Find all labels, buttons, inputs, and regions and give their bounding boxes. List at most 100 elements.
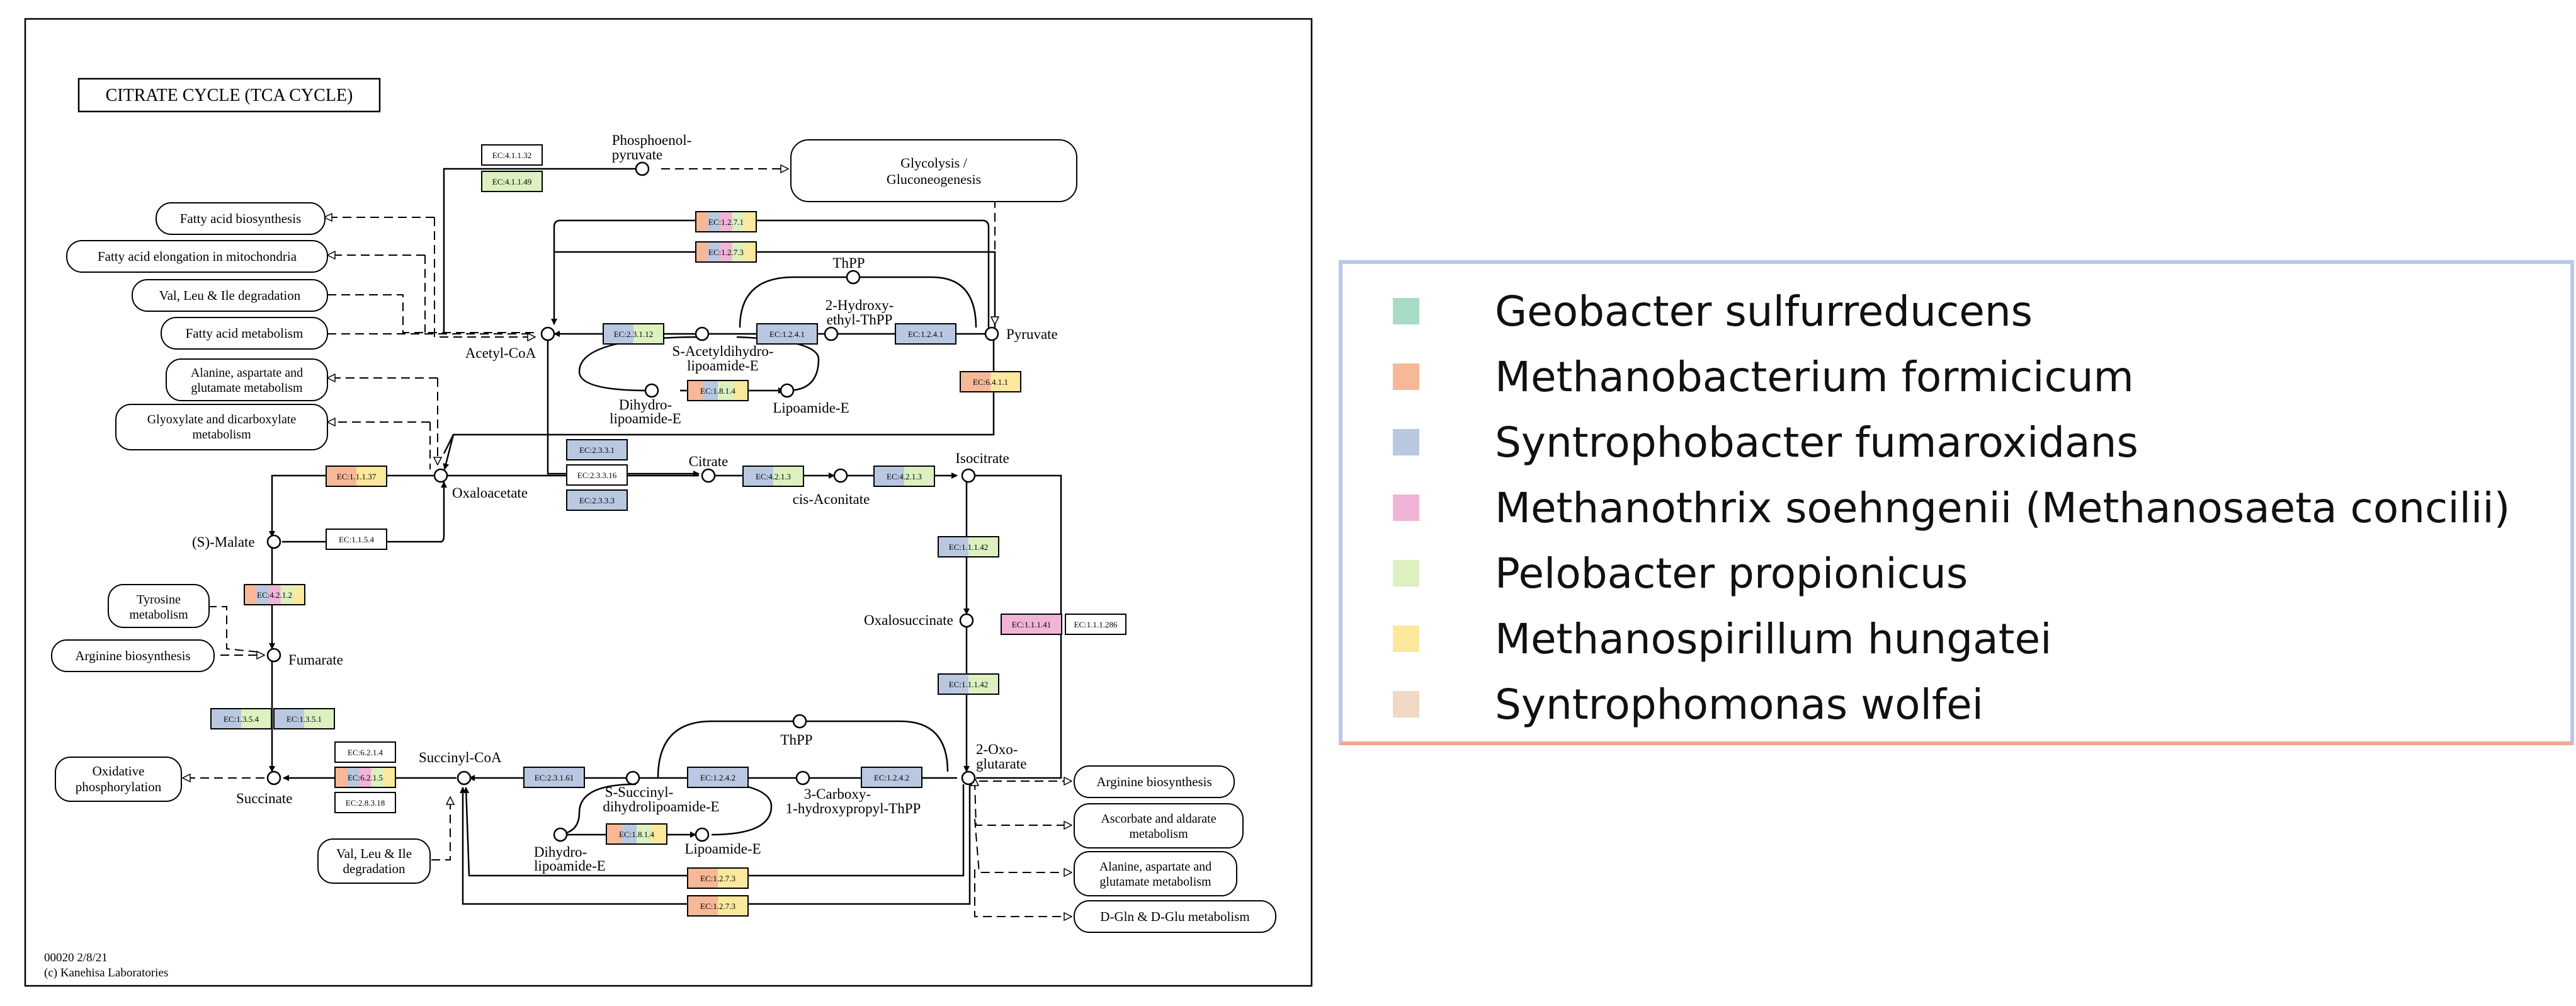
svg-text:Succinate: Succinate	[236, 791, 292, 806]
fatty-acid-biosynthesis-link[interactable]: Fatty acid biosynthesis	[156, 202, 326, 235]
enzyme-box-e13[interactable]: EC:4.2.1.3	[742, 466, 804, 487]
val-leu-ile-degradation-link[interactable]: Val, Leu & Ile degradation	[132, 279, 328, 312]
node-dihydrolipoamide-top[interactable]	[644, 383, 659, 398]
node-isocitrate[interactable]	[961, 468, 976, 483]
enzyme-box-e20[interactable]: EC:1.1.1.42	[938, 673, 999, 695]
tca-cycle-pathway-map: CITRATE CYCLE (TCA CYCLE)	[24, 18, 1313, 987]
svg-text:degradation: degradation	[343, 861, 406, 876]
enzyme-border	[938, 536, 999, 557]
node-succinyl-coa[interactable]	[457, 770, 472, 786]
enzyme-label: EC:2.3.3.1	[579, 445, 615, 455]
enzyme-box-e21[interactable]: EC:4.2.1.2	[244, 584, 305, 605]
arginine-left-link[interactable]: Arginine biosynthesis	[51, 639, 215, 672]
enzyme-color-band	[703, 380, 718, 401]
node-phosphoenolpyruvate[interactable]	[635, 161, 650, 176]
enzyme-box-e8[interactable]: EC:1.8.1.4	[687, 380, 749, 401]
enzyme-box-e11[interactable]: EC:2.3.3.16	[566, 464, 628, 486]
enzyme-color-band	[732, 212, 745, 232]
svg-text:Fatty acid elongation in mitoc: Fatty acid elongation in mitochondria	[98, 249, 297, 264]
node-succinate[interactable]	[266, 770, 281, 786]
enzyme-box-e9[interactable]: EC:6.4.1.1	[960, 371, 1021, 392]
node-thpp-bottom[interactable]	[792, 714, 807, 729]
enzyme-color-band	[633, 324, 664, 344]
enzyme-border	[566, 489, 628, 511]
svg-text:Oxaloacetate: Oxaloacetate	[452, 485, 528, 501]
enzyme-box-e18[interactable]: EC:1.1.1.41	[1001, 614, 1062, 635]
enzyme-box-e5[interactable]: EC:2.3.1.12	[603, 323, 664, 345]
node-carboxy-hydroxypropyl-thpp[interactable]	[795, 770, 810, 786]
enzyme-label: EC:1.2.7.3	[700, 901, 735, 911]
val-leu-ile-bottom-link[interactable]: Val, Leu & Ile degradation	[317, 838, 431, 884]
enzyme-box-e28[interactable]: EC:1.2.4.2	[687, 767, 749, 788]
enzyme-box-e19[interactable]: EC:1.1.1.286	[1065, 614, 1126, 635]
alanine-metabolism-bottom-link[interactable]: Alanine, aspartate and glutamate metabol…	[1074, 851, 1237, 896]
enzyme-border	[861, 767, 922, 788]
node-cis-aconitate[interactable]	[833, 468, 848, 483]
node-hydroxyethyl-thpp[interactable]	[824, 326, 839, 341]
organism-legend: Geobacter sulfurreducens Methanobacteriu…	[1339, 260, 2574, 745]
enzyme-border	[687, 380, 749, 401]
enzyme-box-e26[interactable]: EC:2.8.3.18	[334, 792, 396, 813]
node-s-malate[interactable]	[266, 534, 281, 549]
enzyme-color-band	[652, 824, 667, 844]
enzyme-box-e30[interactable]: EC:1.8.1.4	[606, 823, 667, 845]
enzyme-box-e12[interactable]: EC:2.3.3.3	[566, 489, 628, 511]
ascorbate-link[interactable]: Ascorbate and aldarate metabolism	[1074, 803, 1244, 849]
enzyme-box-e22[interactable]: EC:1.3.5.4	[210, 708, 272, 729]
node-fumarate[interactable]	[266, 648, 281, 663]
enzyme-box-e23[interactable]: EC:1.3.5.1	[273, 708, 335, 729]
enzyme-box-e1[interactable]: EC:4.1.1.32	[481, 144, 543, 166]
node-dihydrolipoamide-bottom[interactable]	[553, 827, 568, 842]
enzyme-label: EC:6.2.1.5	[348, 773, 383, 782]
enzyme-box-e32[interactable]: EC:1.2.7.3	[687, 895, 749, 917]
node-oxalosuccinate[interactable]	[959, 613, 974, 628]
svg-text:3-Carboxy-: 3-Carboxy-	[804, 786, 871, 802]
enzyme-box-e6[interactable]: EC:1.2.4.1	[756, 323, 818, 345]
enzyme-box-e27[interactable]: EC:2.3.1.61	[523, 767, 585, 788]
oxidative-phosphorylation-link[interactable]: Oxidative phosphorylation	[55, 757, 182, 802]
enzyme-border	[606, 823, 667, 845]
enzyme-box-e14[interactable]: EC:4.2.1.3	[873, 466, 935, 487]
node-lipoamide-top[interactable]	[780, 383, 795, 398]
enzyme-boxes: EC:4.1.1.32EC:4.1.1.49EC:1.2.7.1EC:1.2.7…	[210, 144, 1126, 917]
node-acetyl-coa[interactable]	[540, 326, 555, 341]
node-pyruvate[interactable]	[984, 326, 999, 341]
legend-label: Geobacter sulfurreducens	[1495, 287, 2033, 336]
enzyme-border	[566, 439, 628, 460]
enzyme-label: EC:2.3.3.16	[577, 471, 617, 480]
node-lipoamide-bottom[interactable]	[695, 827, 710, 842]
node-citrate[interactable]	[701, 468, 716, 483]
enzyme-box-e29[interactable]: EC:1.2.4.2	[861, 767, 922, 788]
glycolysis-link[interactable]: Glycolysis / Gluconeogenesis	[790, 139, 1077, 202]
node-s-acetyldihydrolipoamide[interactable]	[695, 326, 710, 341]
svg-text:ethyl-ThPP: ethyl-ThPP	[827, 312, 893, 328]
node-oxoglutarate[interactable]	[961, 770, 976, 786]
enzyme-box-e4[interactable]: EC:1.2.7.3	[695, 241, 757, 263]
enzyme-box-e16[interactable]: EC:1.1.5.4	[326, 529, 387, 550]
fatty-acid-elongation-link[interactable]: Fatty acid elongation in mitochondria	[66, 240, 328, 273]
enzyme-box-e25[interactable]: EC:6.2.1.5	[334, 767, 396, 788]
enzyme-box-e3[interactable]: EC:1.2.7.1	[695, 211, 757, 232]
enzyme-box-e17[interactable]: EC:1.1.1.42	[938, 536, 999, 557]
fatty-acid-metabolism-link[interactable]: Fatty acid metabolism	[161, 317, 328, 350]
enzyme-box-e10[interactable]: EC:2.3.3.1	[566, 439, 628, 460]
enzyme-color-band	[1001, 614, 1062, 634]
enzyme-color-band	[268, 585, 281, 605]
enzyme-label: EC:4.2.1.2	[257, 590, 292, 600]
enzyme-box-e15[interactable]: EC:1.1.1.37	[326, 466, 387, 487]
enzyme-label: EC:4.1.1.32	[492, 151, 531, 160]
enzyme-label: EC:1.2.7.1	[708, 217, 744, 227]
node-s-succinyl-dihydrolipoamide[interactable]	[625, 770, 640, 786]
enzyme-box-e7[interactable]: EC:1.2.4.1	[895, 323, 956, 345]
enzyme-box-e24[interactable]: EC:6.2.1.4	[334, 741, 396, 763]
node-oxaloacetate[interactable]	[433, 468, 448, 483]
enzyme-box-e2[interactable]: EC:4.1.1.49	[481, 171, 543, 192]
enzyme-label: EC:1.2.7.3	[708, 248, 744, 257]
glyoxylate-link[interactable]: Glyoxylate and dicarboxylate metabolism	[115, 404, 328, 450]
alanine-metabolism-top-link[interactable]: Alanine, aspartate and glutamate metabol…	[166, 358, 328, 401]
node-thpp-top[interactable]	[846, 270, 861, 285]
arginine-right-link[interactable]: Arginine biosynthesis	[1074, 765, 1235, 798]
tyrosine-link[interactable]: Tyrosine metabolism	[108, 584, 210, 628]
enzyme-box-e31[interactable]: EC:1.2.7.3	[687, 867, 749, 889]
dgln-dglu-link[interactable]: D-Gln & D-Glu metabolism	[1074, 900, 1276, 933]
